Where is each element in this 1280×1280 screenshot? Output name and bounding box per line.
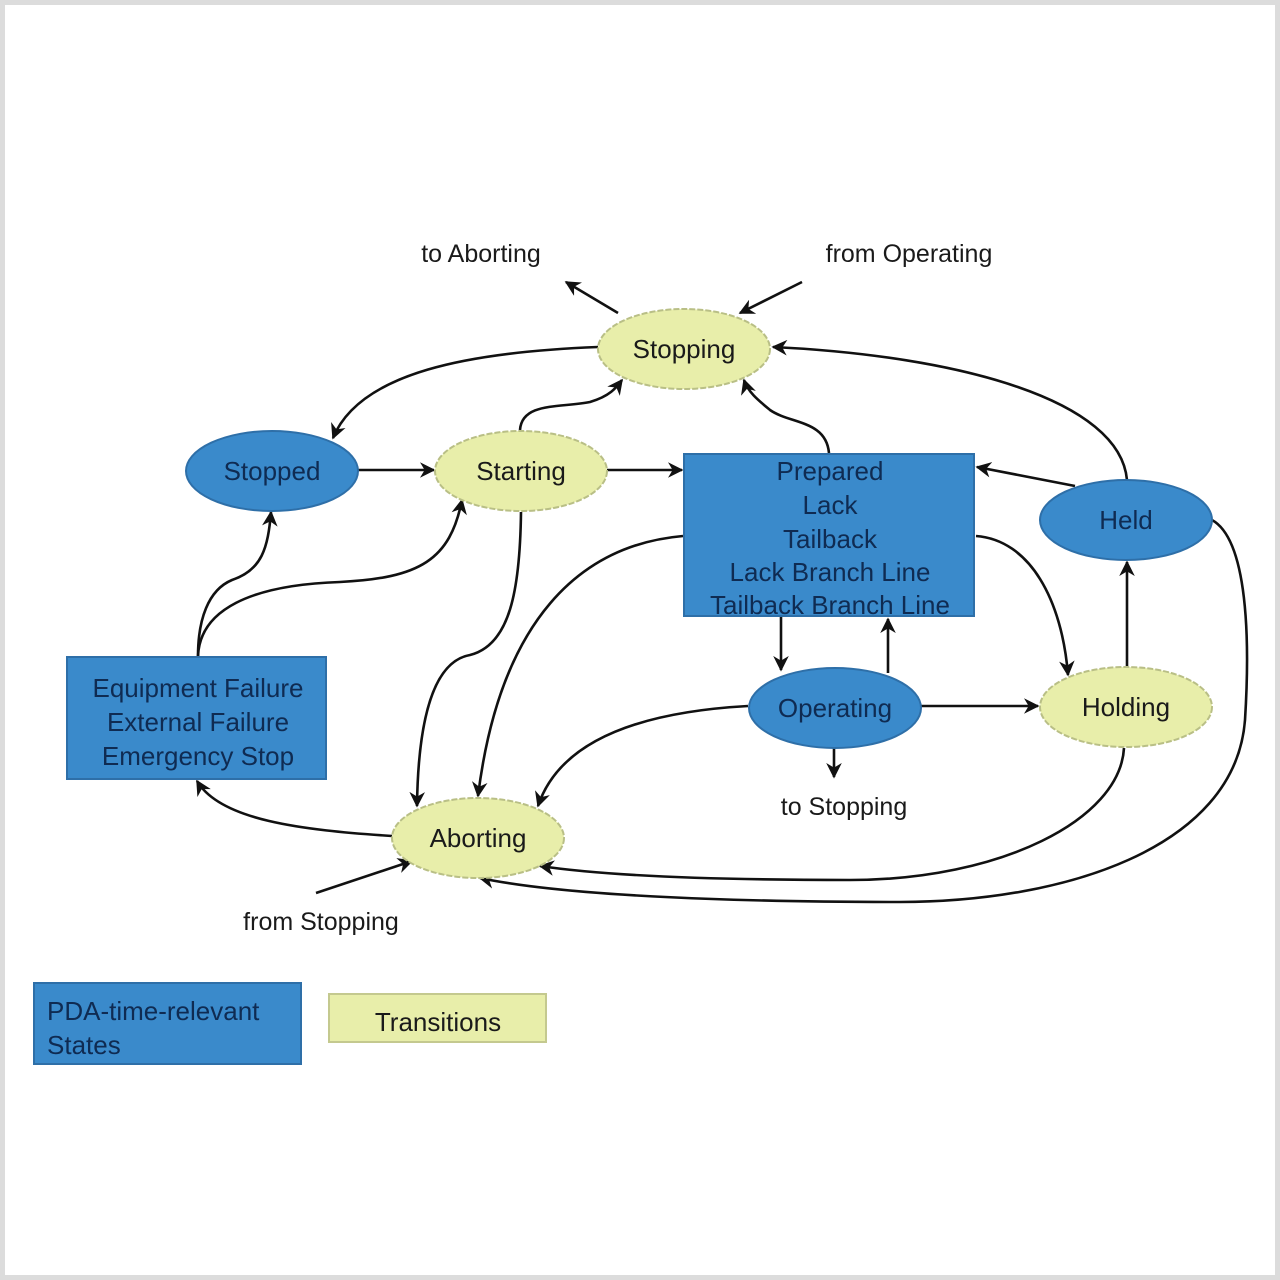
edge-holding-aborting bbox=[538, 747, 1126, 882]
node-stopping[interactable]: Stopping bbox=[597, 308, 771, 390]
edges bbox=[195, 280, 1249, 904]
stopping-shape bbox=[597, 308, 771, 390]
edge-starting-stopping bbox=[518, 378, 624, 431]
prepared-line-lack: Lack bbox=[803, 490, 859, 520]
stopped-shape bbox=[185, 430, 359, 512]
stopping-label: Stopping bbox=[633, 334, 736, 364]
edge-prepared-holding bbox=[975, 534, 1075, 677]
legend-states-label-line1: PDA-time-relevant bbox=[47, 996, 260, 1026]
stopped-label: Stopped bbox=[224, 456, 321, 486]
edge-held-prepared bbox=[975, 462, 1076, 488]
node-starting[interactable]: Starting bbox=[434, 430, 608, 512]
label-to-aborting: to Aborting bbox=[421, 240, 541, 268]
edge-from-operating-to-stopping bbox=[738, 280, 803, 315]
label-from-stopping: from Stopping bbox=[243, 908, 399, 936]
failure-line-emergency: Emergency Stop bbox=[102, 741, 294, 771]
held-label: Held bbox=[1099, 505, 1152, 535]
starting-shape bbox=[434, 430, 608, 512]
node-operating[interactable]: Operating bbox=[748, 667, 922, 749]
legend-states: PDA-time-relevant States bbox=[33, 982, 302, 1065]
edge-operating-aborting bbox=[535, 704, 749, 808]
node-held[interactable]: Held bbox=[1039, 479, 1213, 561]
node-prepared-group[interactable]: Prepared Lack Tailback Lack Branch Line … bbox=[683, 453, 975, 620]
prepared-line-tailback-branch: Tailback Branch Line bbox=[710, 590, 950, 620]
prepared-group-shape bbox=[683, 453, 975, 617]
node-stopped[interactable]: Stopped bbox=[185, 430, 359, 512]
starting-label: Starting bbox=[476, 456, 566, 486]
prepared-line-prepared: Prepared bbox=[777, 456, 884, 486]
legend: PDA-time-relevant States Transitions bbox=[33, 982, 547, 1065]
holding-shape bbox=[1039, 666, 1213, 748]
legend-states-swatch bbox=[33, 982, 302, 1065]
holding-label: Holding bbox=[1082, 692, 1170, 722]
edge-prepared-aborting bbox=[472, 534, 684, 798]
aborting-label: Aborting bbox=[430, 823, 527, 853]
legend-transitions-label: Transitions bbox=[375, 1007, 501, 1037]
held-shape bbox=[1039, 479, 1213, 561]
label-from-operating: from Operating bbox=[826, 240, 993, 268]
prepared-line-lack-branch: Lack Branch Line bbox=[730, 557, 931, 587]
node-failure-group[interactable]: Equipment Failure External Failure Emerg… bbox=[66, 656, 327, 780]
edge-held-stopping bbox=[771, 339, 1129, 481]
edge-aborting-failure bbox=[195, 779, 393, 838]
edge-from-stopping-to-aborting bbox=[315, 858, 414, 895]
failure-group-shape bbox=[66, 656, 327, 780]
aborting-shape bbox=[391, 797, 565, 879]
legend-transitions: Transitions bbox=[328, 993, 547, 1043]
prepared-line-tailback: Tailback bbox=[783, 524, 878, 554]
operating-shape bbox=[748, 667, 922, 749]
label-to-stopping: to Stopping bbox=[781, 793, 908, 821]
legend-transitions-swatch bbox=[328, 993, 547, 1043]
edge-failure-starting bbox=[196, 498, 467, 657]
operating-label: Operating bbox=[778, 693, 892, 723]
edge-held-aborting bbox=[478, 518, 1249, 904]
edge-stopping-to-aborting-external bbox=[564, 280, 619, 315]
legend-states-label-line2: States bbox=[47, 1030, 121, 1060]
node-aborting[interactable]: Aborting bbox=[391, 797, 565, 879]
edge-prepared-stopping bbox=[741, 378, 831, 454]
failure-line-equipment: Equipment Failure bbox=[93, 673, 304, 703]
failure-line-external: External Failure bbox=[107, 707, 289, 737]
edge-failure-stopped bbox=[196, 510, 278, 657]
edge-stopping-stopped bbox=[331, 345, 599, 440]
node-holding[interactable]: Holding bbox=[1039, 666, 1213, 748]
edge-starting-aborting bbox=[409, 511, 523, 808]
